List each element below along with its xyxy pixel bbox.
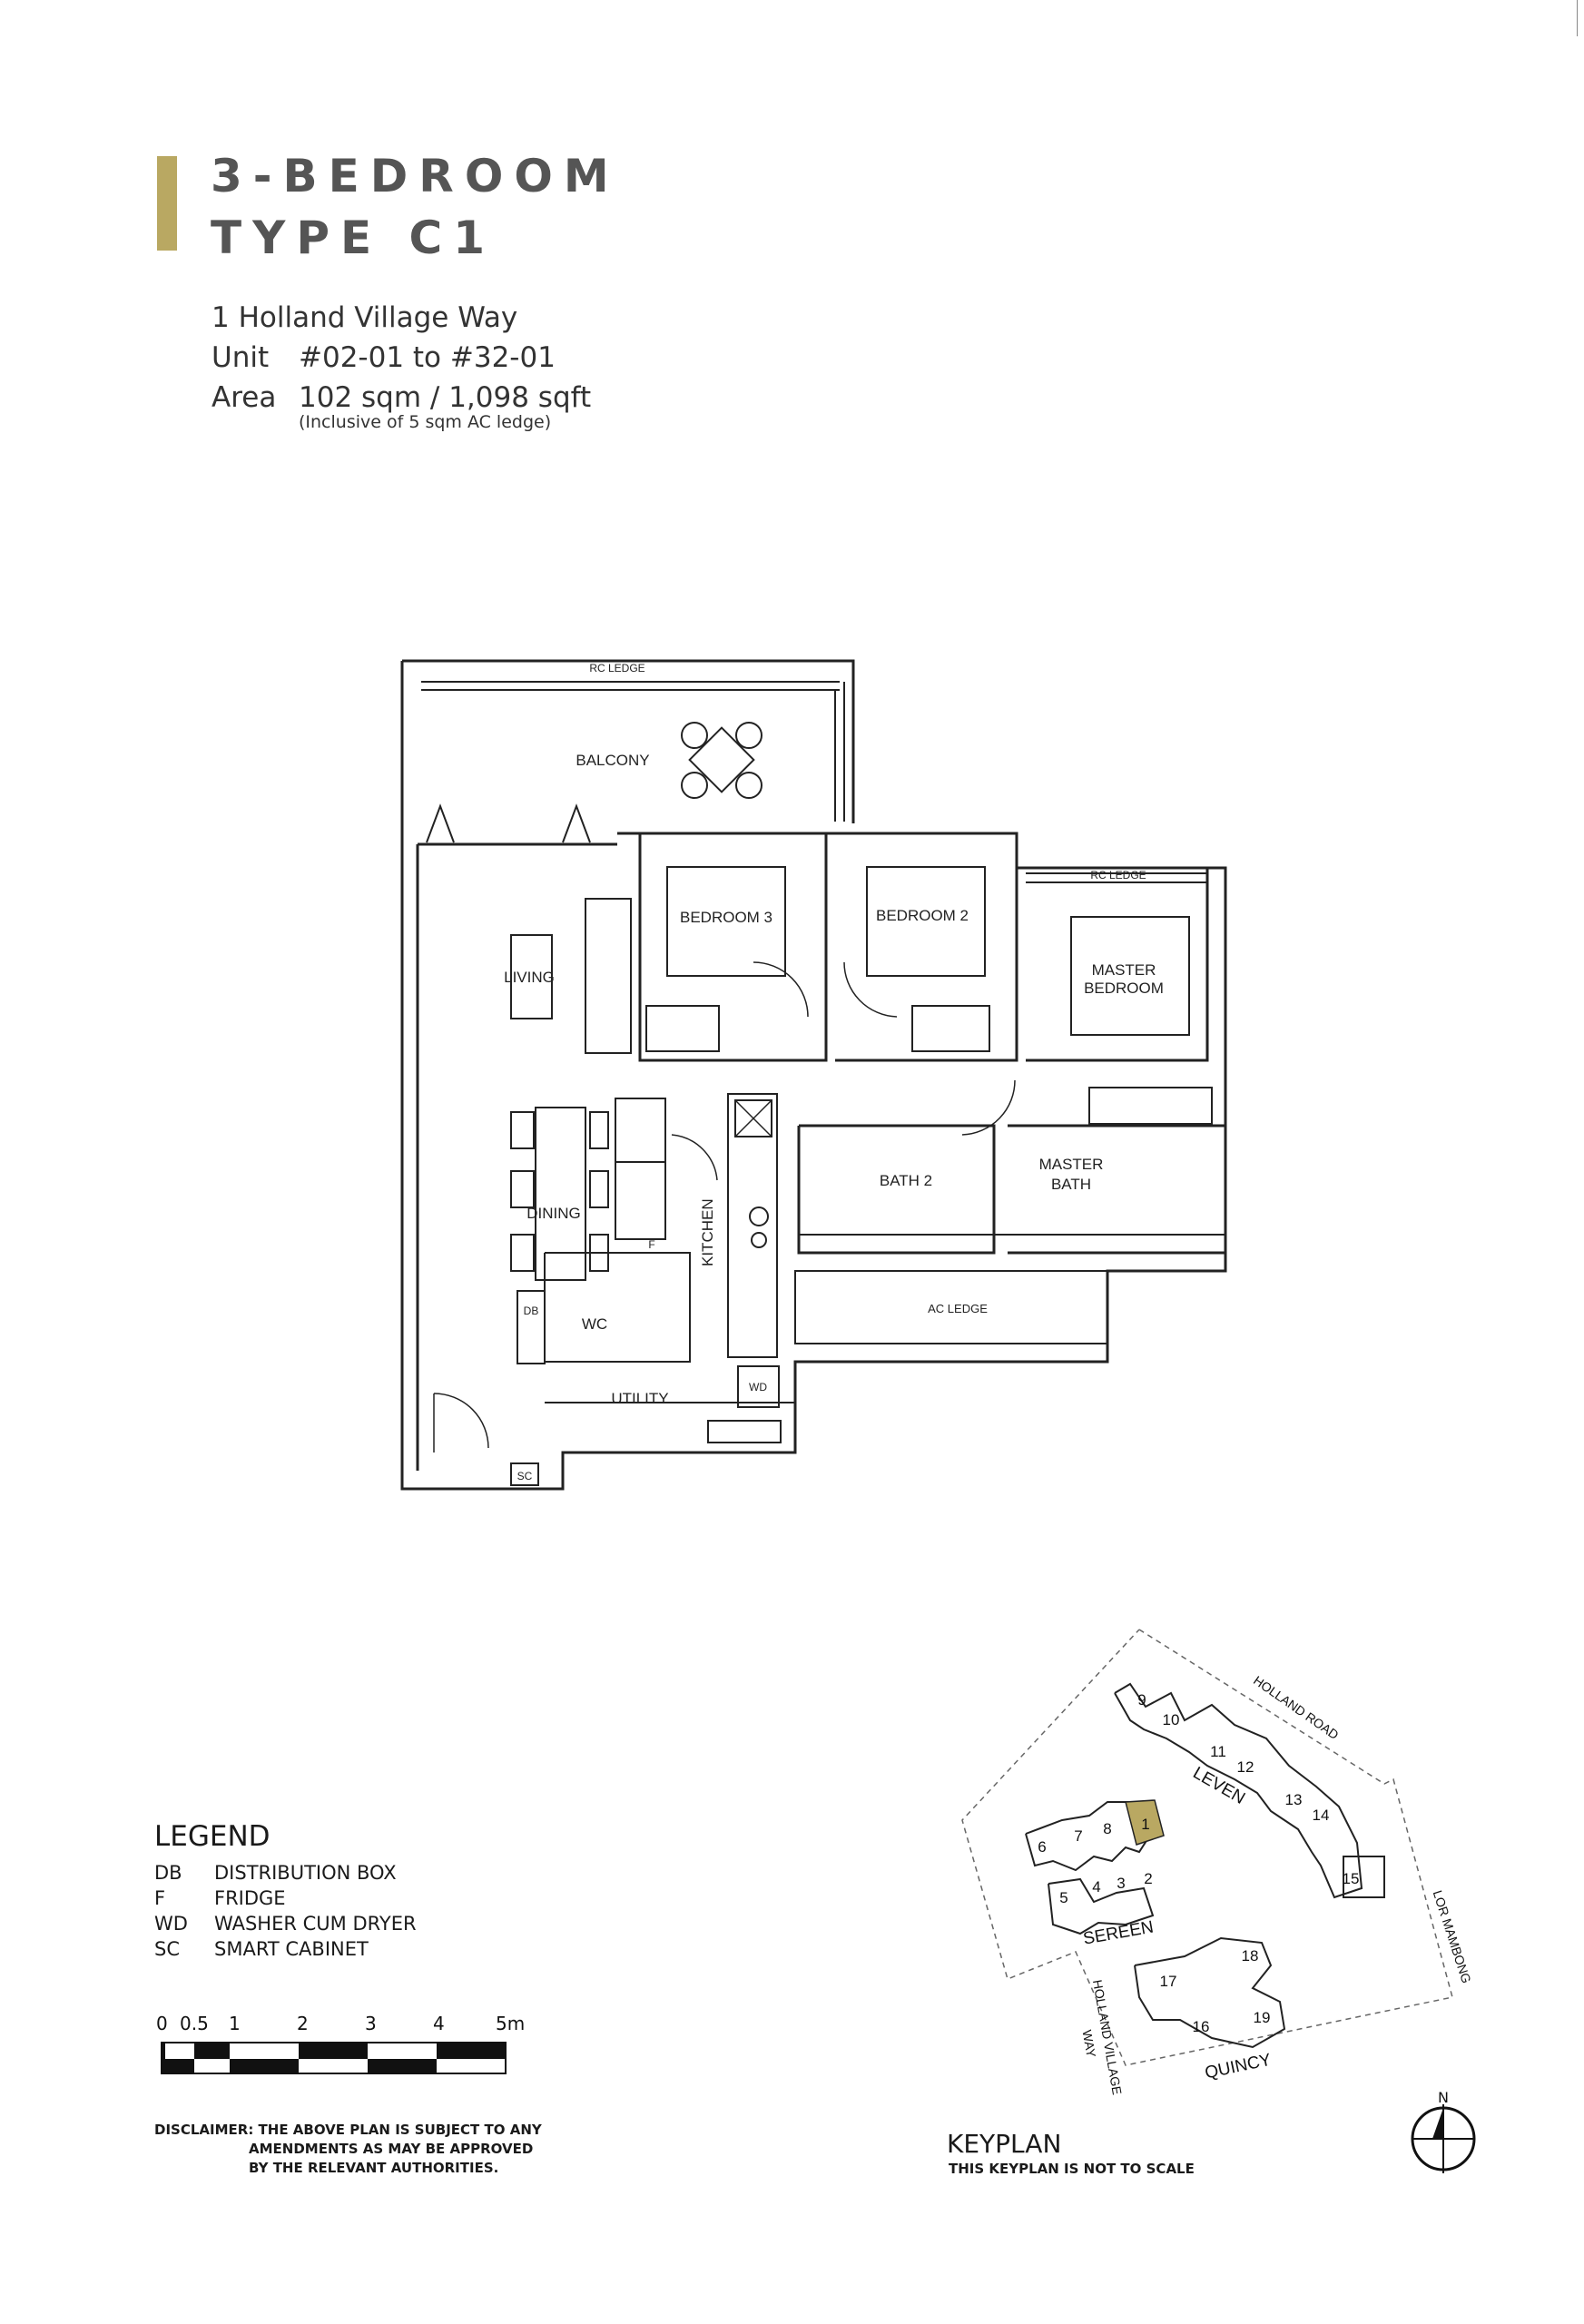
road-holland-road: HOLLAND ROAD [1251, 1673, 1342, 1742]
legend-text: FRIDGE [214, 1887, 286, 1909]
legend-abbr: F [154, 1887, 166, 1909]
road-lor-mambong: LOR MAMBONG [1431, 1888, 1474, 1984]
outer-wall [402, 659, 855, 823]
block-1: 1 [1141, 1816, 1149, 1833]
label-master-bath-1: MASTER [1039, 1156, 1104, 1173]
block-12: 12 [1237, 1758, 1254, 1776]
block-10: 10 [1163, 1711, 1180, 1728]
block-5: 5 [1059, 1889, 1067, 1906]
unit-info: 1 Holland Village Way Unit #02-01 to #32-… [212, 298, 591, 432]
label-bath2: BATH 2 [880, 1172, 932, 1189]
unit-label: Unit [212, 341, 270, 374]
block-16: 16 [1193, 2018, 1210, 2035]
block-18: 18 [1242, 1947, 1259, 1965]
area-label: Area [212, 381, 277, 414]
label-rc-ledge-top: RC LEDGE [589, 662, 644, 675]
site-boundary [961, 1629, 1453, 2066]
label-master-bedroom-2: BEDROOM [1084, 980, 1164, 997]
master-bedroom-wall [1017, 866, 1209, 1062]
block-15: 15 [1343, 1870, 1360, 1887]
keyplan-map: 1 2 3 4 5 6 7 8 9 10 11 12 13 14 15 16 1… [961, 1629, 1474, 2096]
block-17: 17 [1160, 1973, 1177, 1990]
disclaimer: DISCLAIMER: THE ABOVE PLAN IS SUBJECT TO… [154, 2121, 542, 2178]
label-balcony: BALCONY [576, 752, 649, 769]
highlighted-block-1 [1125, 1799, 1165, 1846]
legend: LEGEND DB DISTRIBUTION BOX F FRIDGE WD WASH… [154, 1820, 417, 1962]
legend-abbr: DB [154, 1862, 182, 1884]
scale-bar: 0 0.5 1 2 3 4 5m [156, 2013, 525, 2074]
cluster-quincy: QUINCY [1204, 2051, 1274, 2083]
scale-label: 1 [229, 2013, 241, 2034]
scale-label: 4 [433, 2013, 445, 2034]
floor-plan: RC LEDGE BALCONY BEDROOM 3 BEDROOM 2 RC … [400, 659, 1227, 1491]
title-accent-bar [157, 156, 177, 251]
ac-ledge-box [794, 1270, 1108, 1344]
legend-item: WD WASHER CUM DRYER [154, 1911, 417, 1936]
legend-abbr: WD [154, 1913, 188, 1935]
bedroom2-wall [826, 832, 1018, 1062]
disclaimer-line-1: DISCLAIMER: THE ABOVE PLAN IS SUBJECT TO… [154, 2122, 542, 2138]
disclaimer-line-3: BY THE RELEVANT AUTHORITIES. [249, 2160, 499, 2176]
unit-value: #02-01 to #32-01 [299, 341, 556, 374]
legend-text: DISTRIBUTION BOX [214, 1862, 397, 1884]
keyplan-title: KEYPLAN [947, 2129, 1062, 2159]
block-13: 13 [1285, 1791, 1303, 1808]
unit-type-title: 3-BEDROOM TYPE C1 [211, 145, 620, 269]
keyplan-note: THIS KEYPLAN IS NOT TO SCALE [949, 2161, 1195, 2177]
block-3: 3 [1117, 1875, 1125, 1892]
legend-item: SC SMART CABINET [154, 1936, 417, 1962]
cluster-sereen: SEREEN [1082, 1917, 1156, 1948]
label-dining: DINING [526, 1205, 581, 1222]
unit-row: Unit #02-01 to #32-01 [212, 338, 591, 378]
scale-label: 2 [297, 2013, 309, 2034]
road-hv-way-2: WAY [1079, 2029, 1098, 2059]
title-line-2: TYPE C1 [211, 212, 497, 264]
legend-text: SMART CABINET [214, 1938, 369, 1960]
north-compass-icon: N [1411, 2089, 1476, 2173]
block-19: 19 [1254, 2009, 1271, 2026]
label-wd: WD [749, 1381, 767, 1393]
title-line-1: 3-BEDROOM [211, 150, 620, 202]
label-master-bath-2: BATH [1051, 1176, 1091, 1193]
label-bedroom3: BEDROOM 3 [680, 909, 772, 926]
address: 1 Holland Village Way [212, 301, 518, 334]
page-edge-mark [1577, 0, 1578, 36]
label-wc: WC [582, 1315, 607, 1333]
legend-title: LEGEND [154, 1820, 271, 1853]
disclaimer-line-2: AMENDMENTS AS MAY BE APPROVED [249, 2141, 534, 2157]
label-fridge: F [648, 1238, 654, 1251]
label-bedroom2: BEDROOM 2 [876, 907, 969, 924]
legend-abbr: SC [154, 1938, 180, 1960]
scale-label: 3 [365, 2013, 377, 2034]
area-value: 102 sqm / 1,098 sqft [299, 381, 592, 414]
block-8: 8 [1103, 1820, 1111, 1837]
label-ac-ledge: AC LEDGE [928, 1302, 988, 1315]
scale-label: 5m [496, 2013, 525, 2034]
label-master-bedroom-1: MASTER [1092, 961, 1156, 979]
area-row: Area 102 sqm / 1,098 sqft [212, 378, 591, 418]
label-rc-ledge-right: RC LEDGE [1090, 869, 1146, 881]
outer-wall-lower [400, 661, 1227, 1491]
bedroom3-wall [617, 832, 828, 1062]
legend-text: WASHER CUM DRYER [214, 1913, 417, 1935]
legend-item: DB DISTRIBUTION BOX [154, 1860, 417, 1886]
compass-north-label: N [1438, 2089, 1449, 2106]
block-7: 7 [1074, 1827, 1082, 1845]
block-14: 14 [1313, 1807, 1330, 1824]
label-living: LIVING [504, 969, 555, 986]
block-11: 11 [1210, 1743, 1226, 1760]
scale-label: 0.5 [180, 2013, 209, 2034]
label-sc: SC [517, 1470, 533, 1482]
label-utility: UTILITY [611, 1390, 668, 1407]
block-6: 6 [1038, 1838, 1046, 1856]
block-9: 9 [1137, 1691, 1146, 1709]
block-4: 4 [1092, 1878, 1100, 1896]
block-2: 2 [1144, 1870, 1152, 1887]
label-kitchen: KITCHEN [699, 1198, 716, 1266]
label-db: DB [524, 1305, 539, 1317]
area-note: (Inclusive of 5 sqm AC ledge) [299, 412, 552, 432]
legend-item: F FRIDGE [154, 1886, 417, 1911]
scale-label: 0 [156, 2013, 168, 2034]
